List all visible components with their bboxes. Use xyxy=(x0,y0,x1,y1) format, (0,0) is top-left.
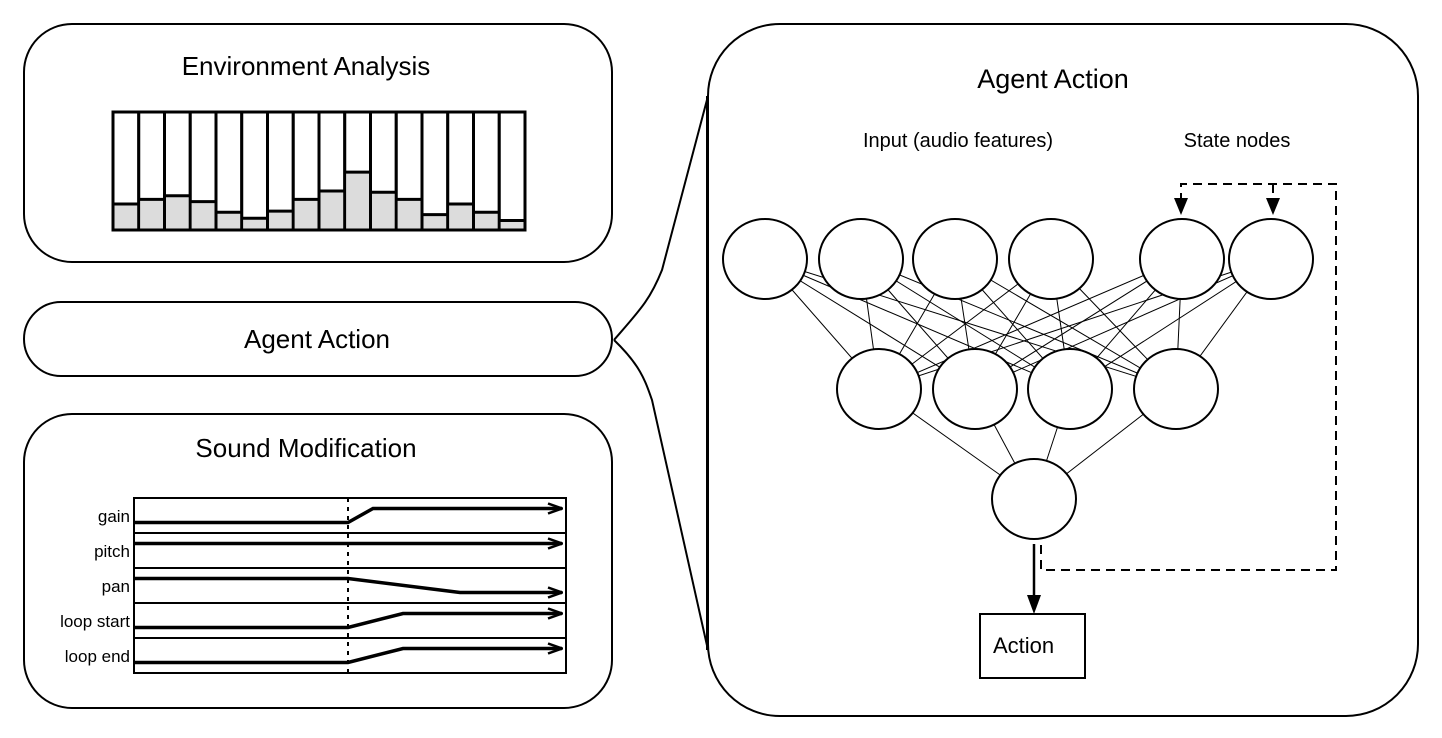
action-label: Action xyxy=(993,633,1054,658)
parameter-curve xyxy=(134,649,562,665)
agent-action-small-title: Agent Action xyxy=(244,324,390,354)
bar-fill xyxy=(217,212,241,229)
bar-fill xyxy=(243,218,266,229)
input-audio-features-label: Input (audio features) xyxy=(863,130,1053,152)
state-node-2-arrow-icon xyxy=(1266,198,1280,215)
output-arrowhead-icon xyxy=(1027,595,1041,614)
state-node xyxy=(1228,218,1314,300)
agent-action-detail-panel: Agent Action Input (audio features) Stat… xyxy=(707,23,1419,717)
connection-line xyxy=(878,258,1183,390)
bar-fill xyxy=(449,204,472,229)
hidden-node xyxy=(1027,348,1113,430)
sound-modification-title: Sound Modification xyxy=(195,433,416,463)
output-node xyxy=(991,458,1077,540)
bar-fill xyxy=(294,199,318,229)
track-label: pan xyxy=(102,577,130,596)
bar-fill xyxy=(191,201,215,229)
track-label: pitch xyxy=(94,542,130,561)
track-label: gain xyxy=(98,507,130,526)
bar-fill xyxy=(423,214,447,229)
bar-fill xyxy=(166,195,189,229)
spectrum-bars xyxy=(111,110,527,232)
bar-fill xyxy=(500,220,524,229)
environment-analysis-panel: Environment Analysis xyxy=(23,23,613,263)
recurrent-feedback-loop xyxy=(1040,183,1337,571)
input-node xyxy=(912,218,998,300)
track-label: loop end xyxy=(65,647,130,666)
bar-fill xyxy=(346,172,369,229)
neural-network xyxy=(722,218,1314,540)
track-row xyxy=(133,602,567,639)
input-node xyxy=(818,218,904,300)
bar-fill xyxy=(475,212,498,229)
sound-modification-panel: Sound Modification gain pitch pan loop star… xyxy=(23,413,613,709)
state-nodes-label: State nodes xyxy=(1184,130,1291,152)
bar-fill xyxy=(269,211,292,229)
input-node xyxy=(1008,218,1094,300)
input-node xyxy=(722,218,808,300)
state-node-1-arrow-icon xyxy=(1174,198,1188,215)
parameter-tracks: gain pitch pan loop start loop end xyxy=(60,497,567,674)
bar-frame xyxy=(497,110,527,232)
bar-fill xyxy=(114,204,138,229)
track-row xyxy=(133,497,567,534)
parameter-curve xyxy=(134,576,562,593)
bar-frame xyxy=(214,110,244,232)
state-node xyxy=(1139,218,1225,300)
connection-line xyxy=(974,258,1272,390)
bar-fill xyxy=(372,192,395,229)
action-box: Action xyxy=(979,613,1086,679)
track-row xyxy=(133,532,567,569)
hidden-node xyxy=(1133,348,1219,430)
connection-line xyxy=(954,258,1177,390)
bar-frame xyxy=(420,110,450,232)
bar-fill xyxy=(140,199,163,229)
track-row xyxy=(133,567,567,604)
track-label: loop start xyxy=(60,612,130,631)
hidden-node xyxy=(932,348,1018,430)
zoom-connector xyxy=(613,95,709,651)
connection-line xyxy=(860,258,1177,390)
agent-action-detail-title: Agent Action xyxy=(977,64,1129,94)
bar-fill xyxy=(320,191,344,229)
parameter-curve xyxy=(134,614,562,630)
hidden-node xyxy=(836,348,922,430)
parameter-curve xyxy=(134,509,562,525)
track-row xyxy=(133,637,567,674)
bar-frame xyxy=(240,110,269,232)
bar-fill xyxy=(397,199,421,229)
environment-analysis-title: Environment Analysis xyxy=(182,51,431,81)
agent-action-panel-small: Agent Action xyxy=(23,301,613,377)
